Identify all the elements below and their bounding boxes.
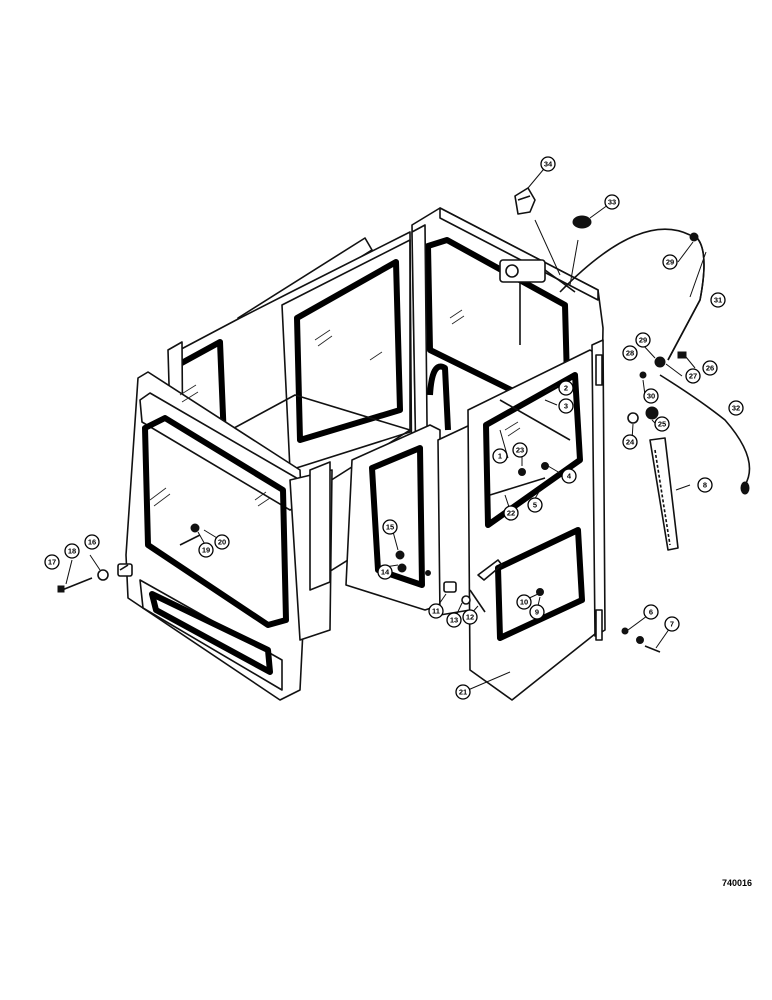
svg-text:13: 13 <box>450 616 458 625</box>
svg-text:33: 33 <box>608 198 616 207</box>
svg-text:30: 30 <box>647 392 655 401</box>
svg-text:11: 11 <box>432 607 440 616</box>
callout-34: 34 <box>540 156 556 172</box>
callout-20: 20 <box>214 534 230 550</box>
callout-23: 23 <box>512 442 528 458</box>
grommet <box>572 215 592 229</box>
callout-29: 29 <box>662 254 678 270</box>
svg-text:17: 17 <box>48 558 56 567</box>
left-hardware <box>57 523 200 593</box>
svg-text:23: 23 <box>516 446 524 455</box>
callout-25: 25 <box>654 416 670 432</box>
callout-12: 12 <box>462 609 478 625</box>
inner-door-panel <box>345 424 471 616</box>
front-side-panel <box>125 309 465 701</box>
svg-text:28: 28 <box>626 349 634 358</box>
callout-9: 9 <box>529 604 545 620</box>
svg-text:14: 14 <box>381 568 390 577</box>
callout-33: 33 <box>604 194 620 210</box>
drawing-number: 740016 <box>722 878 753 888</box>
callout-16: 16 <box>84 534 100 550</box>
callout-3: 3 <box>558 398 574 414</box>
svg-text:31: 31 <box>714 296 722 305</box>
callout-8: 8 <box>697 477 713 493</box>
svg-text:32: 32 <box>732 404 740 413</box>
fittings <box>621 351 687 653</box>
callout-2: 2 <box>558 380 574 396</box>
svg-text:6: 6 <box>649 608 653 617</box>
callout-6: 6 <box>643 604 659 620</box>
svg-text:2: 2 <box>564 384 568 393</box>
svg-text:3: 3 <box>564 402 568 411</box>
svg-text:12: 12 <box>466 613 474 622</box>
callout-19: 19 <box>198 542 214 558</box>
center-hardware <box>179 534 486 613</box>
callout-30: 30 <box>643 388 659 404</box>
svg-text:7: 7 <box>670 620 674 629</box>
callout-21: 21 <box>455 684 471 700</box>
callout-13: 13 <box>446 612 462 628</box>
callout-17: 17 <box>44 554 60 570</box>
callout-14: 14 <box>377 564 393 580</box>
callout-4: 4 <box>561 468 577 484</box>
svg-text:9: 9 <box>535 608 539 617</box>
svg-text:1: 1 <box>498 452 502 461</box>
wiper-motor <box>499 219 579 345</box>
callout-7: 7 <box>664 616 680 632</box>
svg-text:24: 24 <box>626 438 635 447</box>
svg-text:22: 22 <box>507 509 515 518</box>
callout-18: 18 <box>64 543 80 559</box>
callout-28: 28 <box>622 345 638 361</box>
callout-5: 5 <box>527 497 543 513</box>
svg-text:10: 10 <box>520 598 528 607</box>
svg-text:34: 34 <box>544 160 553 169</box>
callout-1: 1 <box>492 448 508 464</box>
wiper-clip <box>514 187 536 215</box>
svg-text:20: 20 <box>218 538 226 547</box>
callout-11: 11 <box>428 603 444 619</box>
svg-text:8: 8 <box>703 481 707 490</box>
callout-27: 27 <box>685 368 701 384</box>
svg-text:29: 29 <box>639 336 647 345</box>
callout-10: 10 <box>516 594 532 610</box>
svg-text:29: 29 <box>666 258 674 267</box>
svg-text:26: 26 <box>706 364 714 373</box>
svg-text:25: 25 <box>658 420 666 429</box>
svg-text:21: 21 <box>459 688 467 697</box>
svg-text:5: 5 <box>533 501 537 510</box>
callout-29: 29 <box>635 332 651 348</box>
callout-32: 32 <box>728 400 744 416</box>
callout-15: 15 <box>382 519 398 535</box>
rear-door <box>467 339 606 701</box>
svg-text:16: 16 <box>88 538 96 547</box>
svg-text:19: 19 <box>202 546 210 555</box>
svg-text:18: 18 <box>68 547 76 556</box>
svg-text:27: 27 <box>689 372 697 381</box>
svg-text:4: 4 <box>567 472 572 481</box>
callout-22: 22 <box>503 505 519 521</box>
svg-text:15: 15 <box>386 523 394 532</box>
callout-31: 31 <box>710 292 726 308</box>
wiper-blade <box>649 437 679 551</box>
callout-26: 26 <box>702 360 718 376</box>
callout-24: 24 <box>622 434 638 450</box>
